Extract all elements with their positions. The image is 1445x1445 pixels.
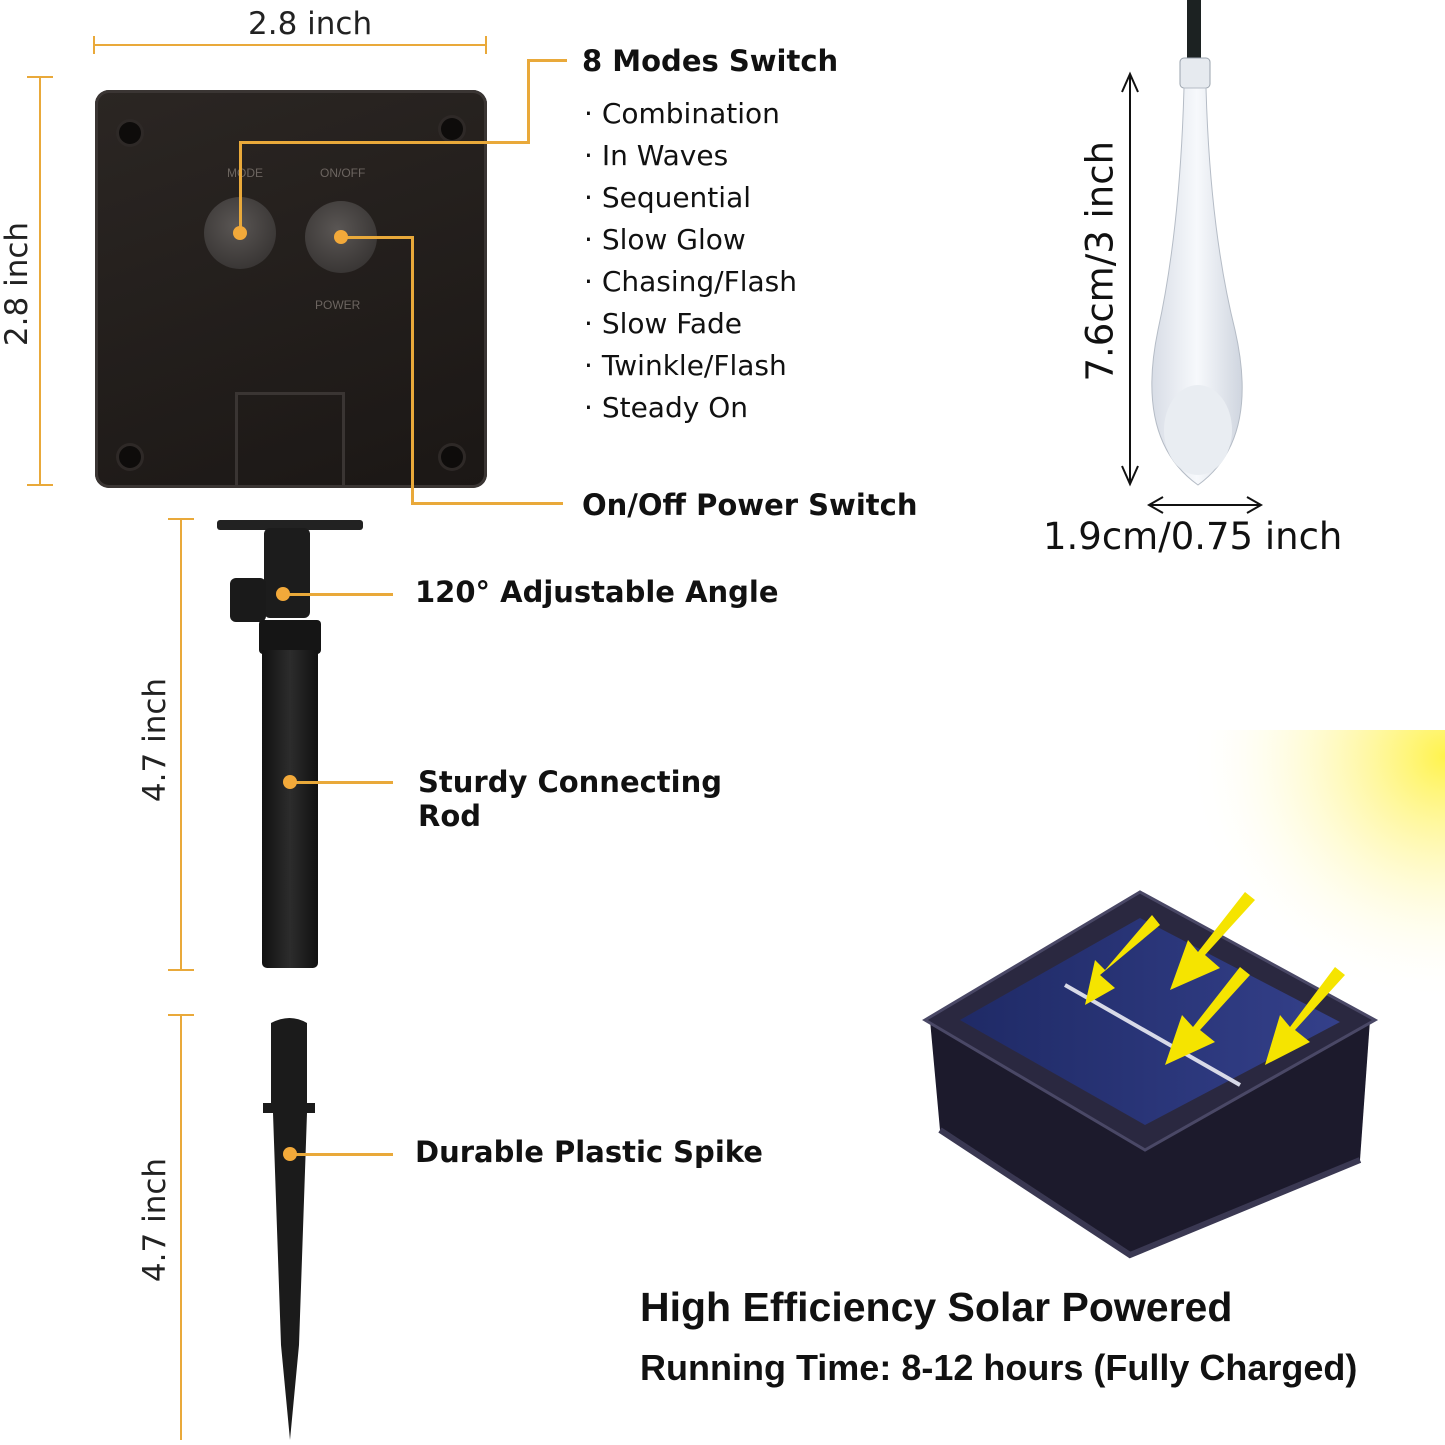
- spike-height-label: 4.7 inch: [137, 1157, 173, 1283]
- solar-panel-illustration: [922, 730, 1445, 1259]
- modes-title: 8 Modes Switch: [582, 44, 839, 78]
- mode-item: · Sequential: [584, 181, 751, 214]
- dim-tick: [485, 36, 487, 54]
- rod-collar: [259, 620, 321, 654]
- angle-knob: [230, 578, 266, 622]
- mode-item: · In Waves: [584, 139, 729, 172]
- solar-title: High Efficiency Solar Powered: [640, 1284, 1233, 1330]
- rod-pointer-dot: [283, 775, 297, 789]
- angle-callout: 120° Adjustable Angle: [415, 575, 779, 609]
- mode-pointer-dot: [233, 226, 247, 240]
- screw-icon: [441, 446, 463, 468]
- spike-dimension-line: [180, 1015, 182, 1440]
- modes-list: · Combination · In Waves · Sequential · …: [584, 97, 797, 433]
- mount-bracket: [217, 520, 363, 530]
- dim-tick: [168, 969, 194, 971]
- rod-callout-line2: Rod: [418, 799, 482, 833]
- hinge: [264, 528, 310, 618]
- angle-pointer-dot: [276, 587, 290, 601]
- dim-tick: [27, 484, 53, 486]
- connecting-rod: [262, 650, 318, 968]
- box-width-label: 2.8 inch: [248, 6, 373, 42]
- rod-callout: Sturdy Connecting Rod: [418, 765, 722, 833]
- running-time: Running Time: 8-12 hours (Fully Charged): [640, 1347, 1358, 1388]
- mode-item: · Slow Fade: [584, 307, 742, 340]
- mode-label: MODE: [227, 166, 263, 180]
- bulb-width-arrow: [1146, 496, 1264, 514]
- teardrop-bulb: [1151, 0, 1243, 486]
- screw-icon: [119, 446, 141, 468]
- onoff-label: ON/OFF: [320, 166, 366, 180]
- power-pointer-dot: [334, 230, 348, 244]
- mode-item: · Steady On: [584, 391, 748, 424]
- control-box: MODE ON/OFF POWER: [95, 90, 487, 488]
- screw-icon: [441, 118, 463, 140]
- rod-callout-line1: Sturdy Connecting: [418, 765, 723, 799]
- spike-callout: Durable Plastic Spike: [415, 1135, 763, 1169]
- width-dimension-line: [93, 44, 487, 46]
- dim-tick: [168, 1014, 194, 1016]
- power-switch-callout: On/Off Power Switch: [582, 488, 918, 522]
- dim-tick: [93, 36, 95, 54]
- rod-dimension-line: [180, 519, 182, 970]
- spike-pointer-dot: [283, 1147, 297, 1161]
- mode-item: · Combination: [584, 97, 780, 130]
- dim-tick: [168, 518, 194, 520]
- bulb-width-label: 1.9cm/0.75 inch: [1043, 515, 1343, 558]
- cable-port: [235, 392, 345, 488]
- plastic-spike: [263, 1018, 315, 1440]
- mode-item: · Slow Glow: [584, 223, 746, 256]
- dim-tick: [27, 76, 53, 78]
- screw-icon: [119, 122, 141, 144]
- bulb-height-label: 7.6cm/3 inch: [1078, 140, 1122, 382]
- bulb-height-arrow: [1121, 71, 1139, 487]
- box-height-label: 2.8 inch: [0, 221, 35, 347]
- power-label: POWER: [315, 298, 361, 312]
- height-dimension-line: [39, 77, 41, 485]
- mode-item: · Chasing/Flash: [584, 265, 797, 298]
- rod-height-label: 4.7 inch: [137, 677, 173, 803]
- mode-item: · Twinkle/Flash: [584, 349, 787, 382]
